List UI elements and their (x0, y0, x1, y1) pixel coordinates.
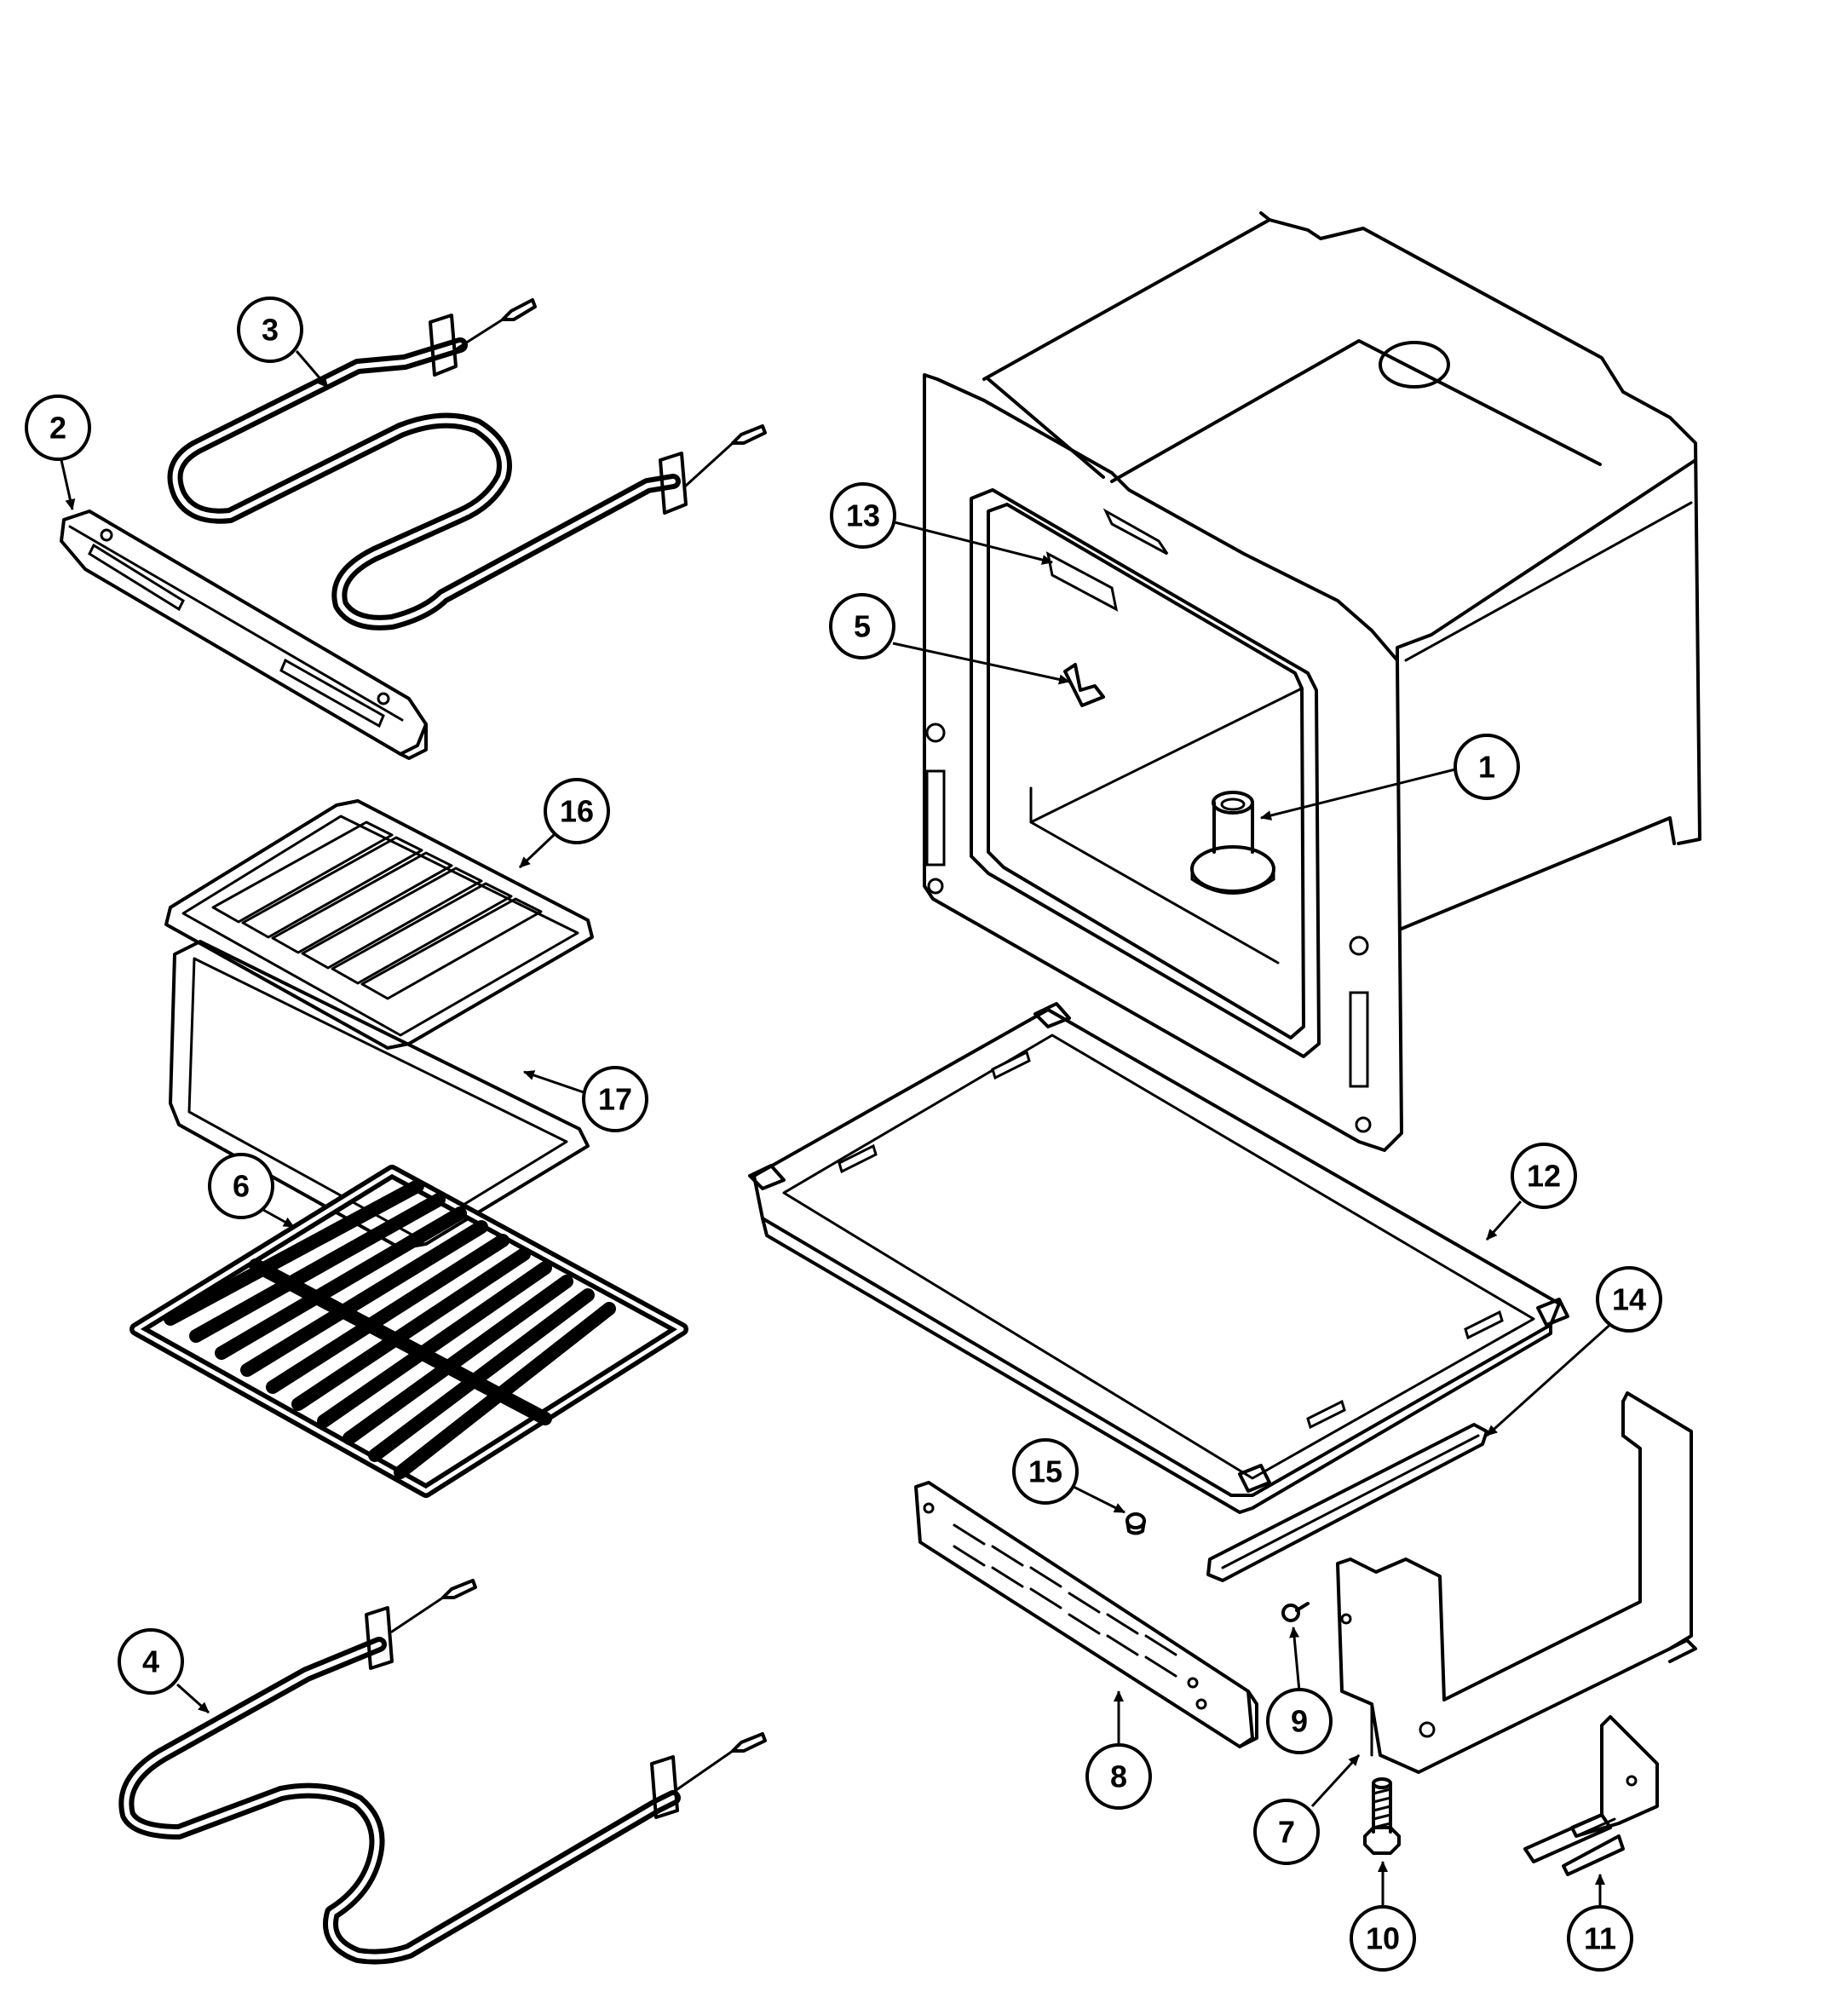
broiler-pan-insert (164, 799, 594, 1050)
callout-16: 16 (544, 778, 610, 844)
callout-17-label: 17 (598, 1082, 632, 1117)
callout-12-label: 12 (1527, 1159, 1561, 1194)
callout-8: 8 (1085, 1743, 1152, 1810)
callout-14: 14 (1596, 1266, 1662, 1333)
callout-15: 15 (1012, 1438, 1079, 1505)
callout-9-label: 9 (1291, 1704, 1308, 1739)
leg-bracket (1336, 1391, 1697, 1774)
callout-3-label: 3 (262, 313, 279, 348)
callout-7: 7 (1253, 1799, 1320, 1865)
element-bracket (60, 510, 428, 760)
callout-11-label: 11 (1584, 1921, 1616, 1956)
callout-13-label: 13 (846, 498, 880, 533)
callout-6-label: 6 (233, 1169, 250, 1204)
callout-14-label: 14 (1612, 1282, 1646, 1317)
side-rail (1206, 1423, 1488, 1582)
screw (1281, 1602, 1310, 1622)
callout-2-label: 2 (49, 411, 66, 446)
callout-15-label: 15 (1028, 1454, 1062, 1489)
callout-7-label: 7 (1278, 1815, 1295, 1850)
nut (1125, 1512, 1146, 1535)
bake-element (118, 1579, 767, 1965)
callout-17: 17 (582, 1066, 648, 1132)
callout-1: 1 (1454, 734, 1520, 800)
leveling-leg (1363, 1777, 1401, 1855)
callout-4: 4 (118, 1628, 184, 1695)
callout-13: 13 (830, 482, 896, 549)
callout-3: 3 (237, 297, 303, 363)
anti-tip-bracket (1523, 1715, 1659, 1876)
broil-element (167, 298, 767, 630)
callout-6: 6 (208, 1153, 274, 1219)
callout-5: 5 (829, 593, 895, 659)
callout-8-label: 8 (1110, 1759, 1127, 1794)
oven-base-tray (748, 1002, 1569, 1514)
callout-5-label: 5 (854, 609, 871, 644)
front-panel (914, 1481, 1258, 1748)
callout-11: 11 (1567, 1905, 1633, 1972)
leader-lines (60, 350, 1616, 1906)
callout-1-label: 1 (1478, 750, 1495, 785)
callout-16-label: 16 (560, 794, 594, 829)
callout-12: 12 (1511, 1143, 1577, 1209)
callout-4-label: 4 (142, 1644, 159, 1679)
callout-9: 9 (1266, 1688, 1333, 1754)
callout-10: 10 (1350, 1905, 1416, 1972)
oven-cavity (923, 211, 1701, 1152)
callout-2: 2 (25, 394, 91, 461)
oven-rack (130, 1165, 688, 1498)
callout-10-label: 10 (1366, 1921, 1400, 1956)
